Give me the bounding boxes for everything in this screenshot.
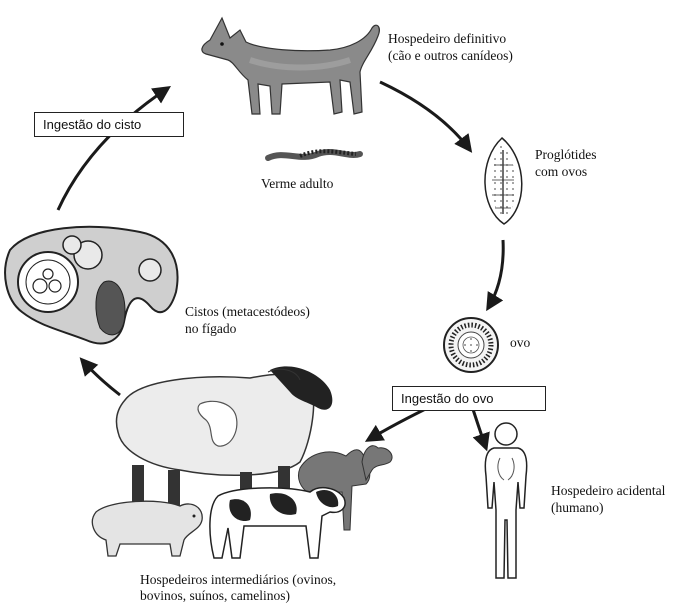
pig-illustration <box>92 501 202 556</box>
adult-worm-label: Verme adulto <box>261 175 333 192</box>
cow-illustration <box>210 488 345 558</box>
cyst-ingestion-box: Ingestão do cisto <box>34 112 184 137</box>
accidental-host-label-line2: (humano) <box>551 499 603 516</box>
sheep-illustration <box>116 366 332 508</box>
cysts-label-line1: Cistos (metacestódeos) <box>185 303 310 320</box>
arrow-intermediate-to-liver <box>82 360 120 395</box>
dog-illustration <box>202 18 379 114</box>
liver-with-cysts-illustration <box>5 227 177 344</box>
human-silhouette <box>485 423 526 578</box>
egg-label: ovo <box>510 334 530 351</box>
cysts-label-line2: no fígado <box>185 320 236 337</box>
proglottids-label-line2: com ovos <box>535 163 587 180</box>
proglottid-illustration <box>485 138 522 224</box>
egg-illustration <box>444 318 498 372</box>
arrow-proglottids-to-egg <box>488 240 503 308</box>
intermediate-hosts-label-line2: bovinos, suínos, camelinos) <box>140 587 290 604</box>
intermediate-hosts-label-line1: Hospedeiros intermediários (ovinos, <box>140 571 336 588</box>
adult-worm-illustration <box>268 151 360 158</box>
definitive-host-label-line2: (cão e outros canídeos) <box>388 47 513 64</box>
definitive-host-label-line1: Hospedeiro definitivo <box>388 30 506 47</box>
accidental-host-label-line1: Hospedeiro acidental <box>551 482 665 499</box>
proglottids-label-line1: Proglótides <box>535 146 597 163</box>
egg-ingestion-box: Ingestão do ovo <box>392 386 546 411</box>
arrow-dog-to-proglottids <box>380 82 470 150</box>
arrow-liver-to-dog <box>58 88 168 210</box>
